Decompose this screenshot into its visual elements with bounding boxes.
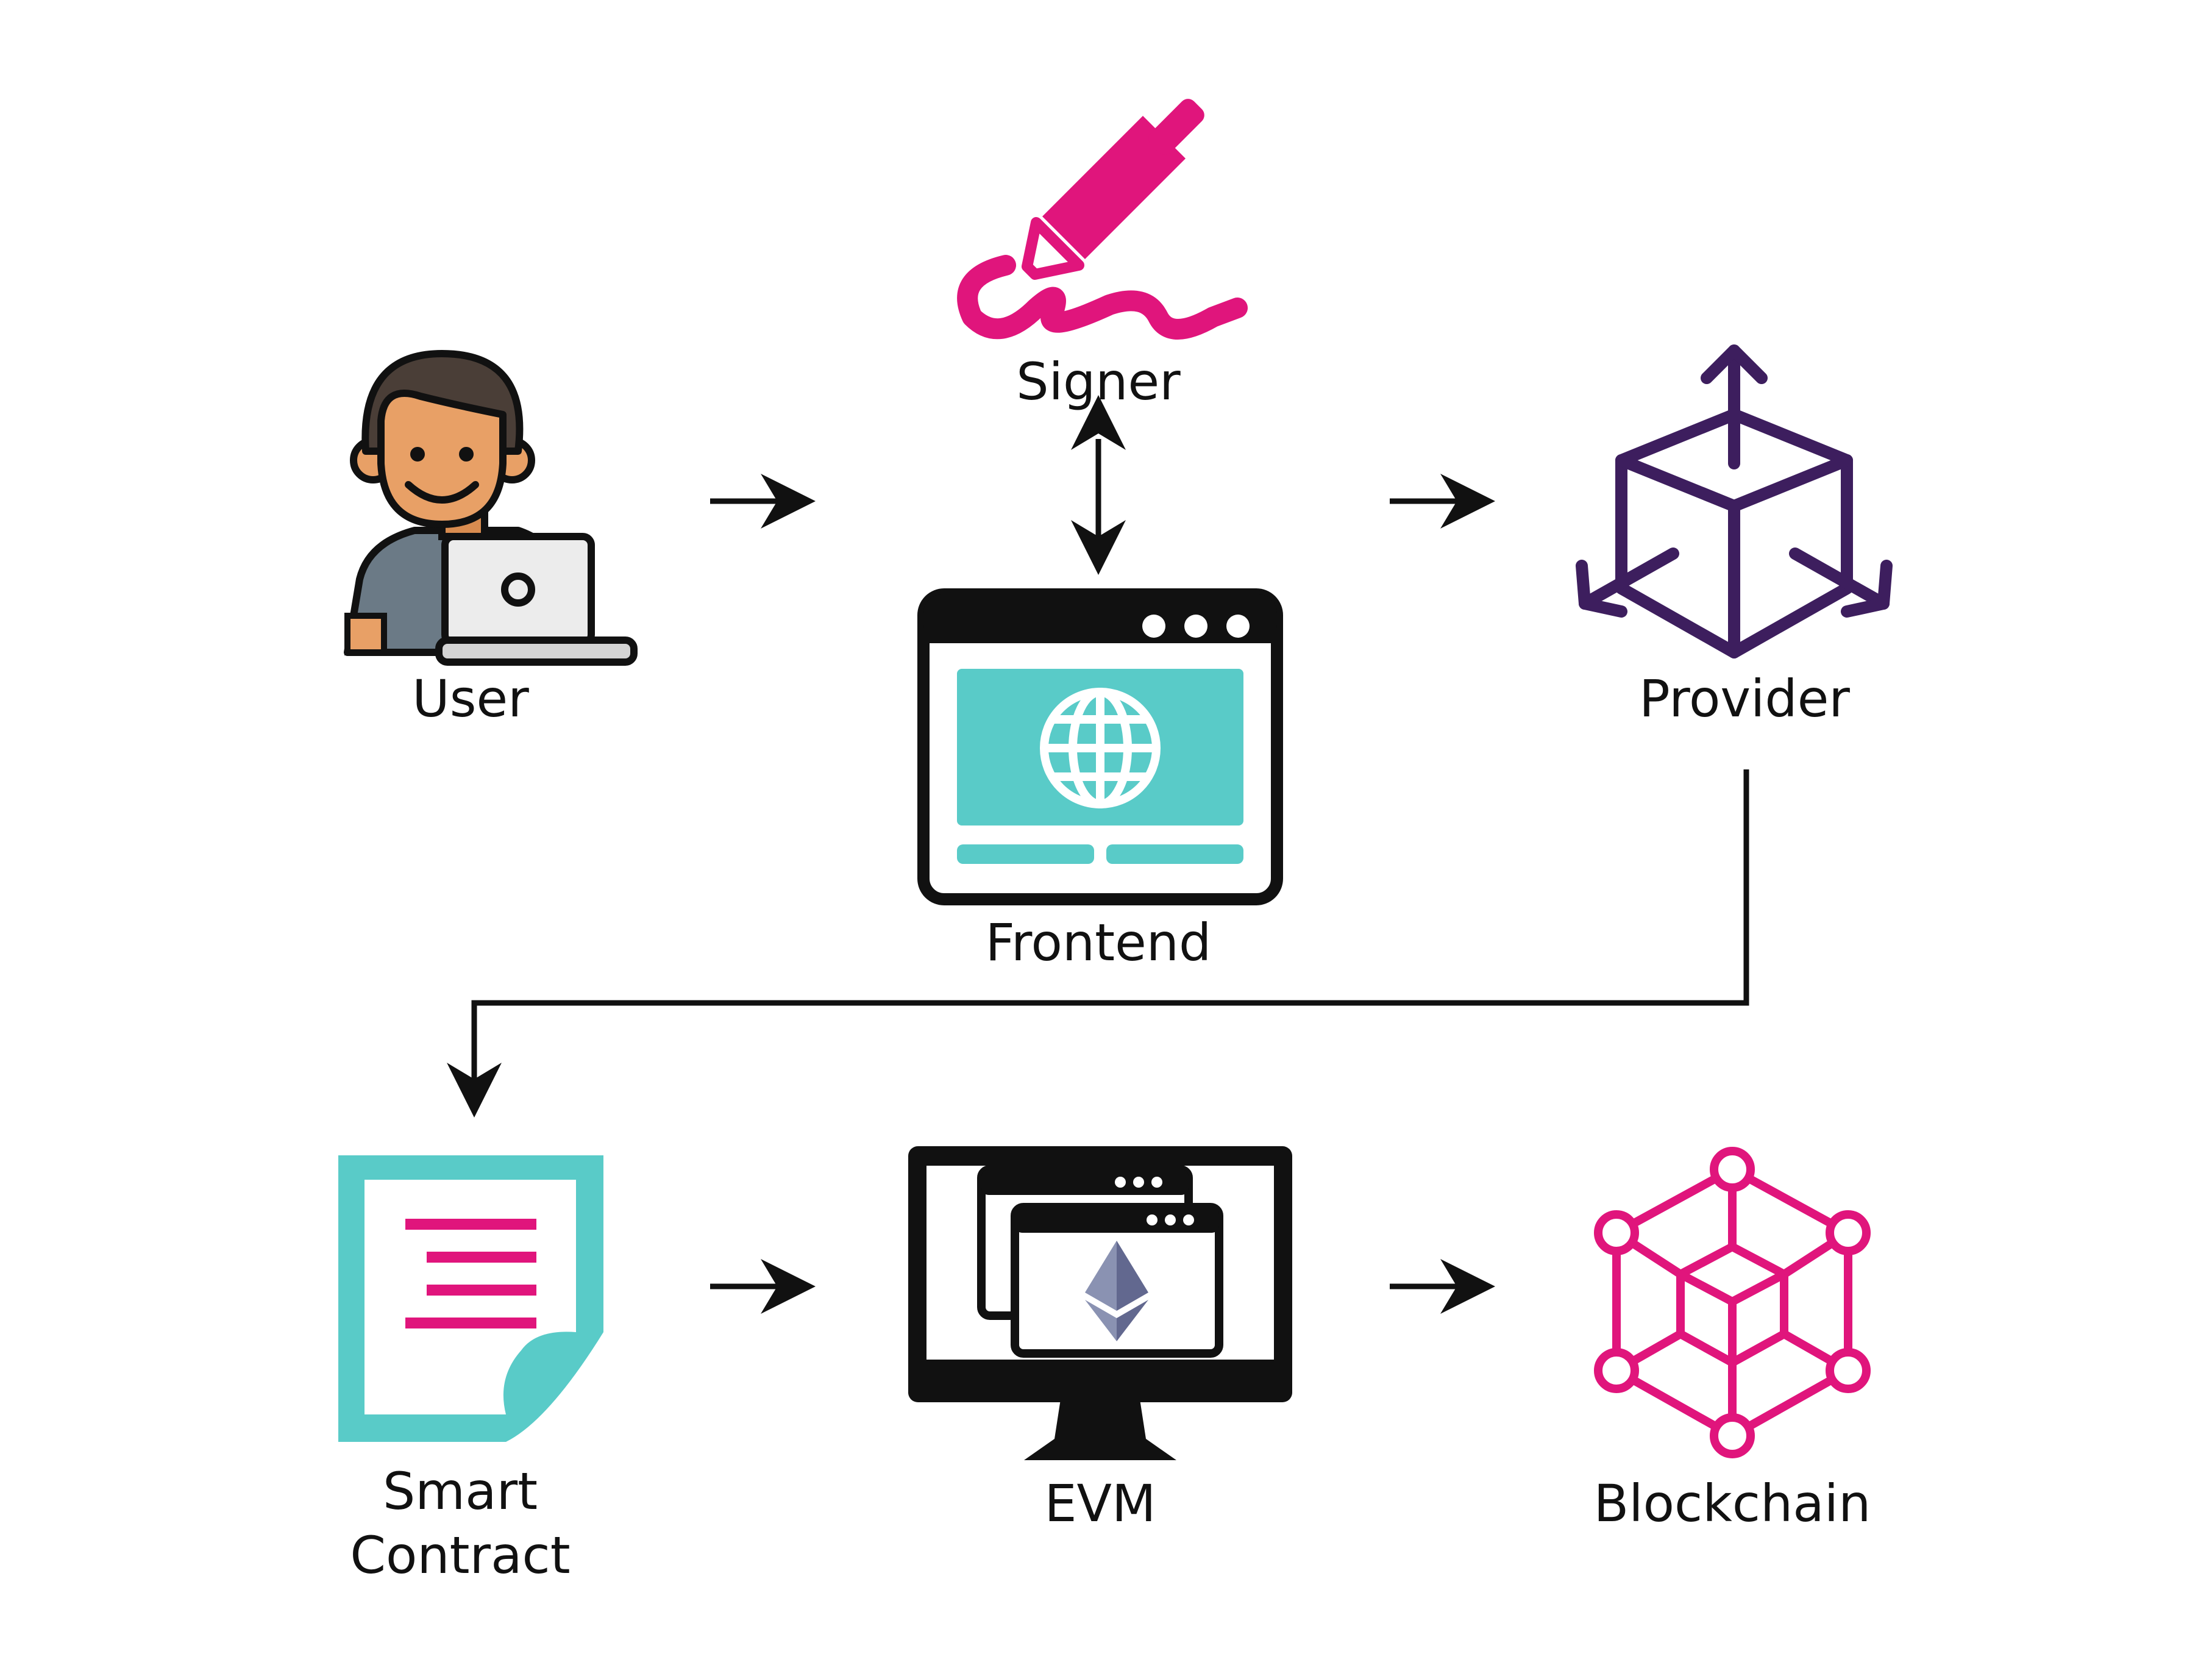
smart-contract-label-line1: Smart bbox=[383, 1461, 538, 1521]
evm-label: EVM bbox=[1044, 1474, 1156, 1533]
document-icon bbox=[338, 1155, 603, 1442]
evm-node: EVM bbox=[908, 1146, 1292, 1533]
blockchain-label: Blockchain bbox=[1594, 1474, 1871, 1533]
cube-distribution-icon bbox=[1576, 344, 1893, 658]
smart-contract-node: Smart Contract bbox=[338, 1155, 603, 1585]
browser-window-globe-icon bbox=[917, 588, 1283, 905]
blockchain-node: Blockchain bbox=[1594, 1147, 1871, 1533]
provider-node: Provider bbox=[1576, 344, 1893, 729]
network-cube-icon bbox=[1594, 1147, 1871, 1458]
frontend-label: Frontend bbox=[986, 913, 1212, 972]
smart-contract-label-line2: Contract bbox=[350, 1525, 570, 1585]
signer-node: Signer bbox=[957, 99, 1248, 412]
signer-label: Signer bbox=[1016, 352, 1181, 412]
user-label: User bbox=[412, 669, 529, 729]
frontend-node: Frontend bbox=[917, 588, 1283, 972]
monitor-ethereum-icon bbox=[908, 1146, 1292, 1460]
provider-label: Provider bbox=[1639, 669, 1850, 729]
user-node: User bbox=[344, 350, 638, 729]
pen-signature-icon bbox=[957, 99, 1248, 340]
user-with-laptop-icon bbox=[344, 350, 638, 666]
edge-provider-smart-contract bbox=[447, 769, 1749, 1118]
